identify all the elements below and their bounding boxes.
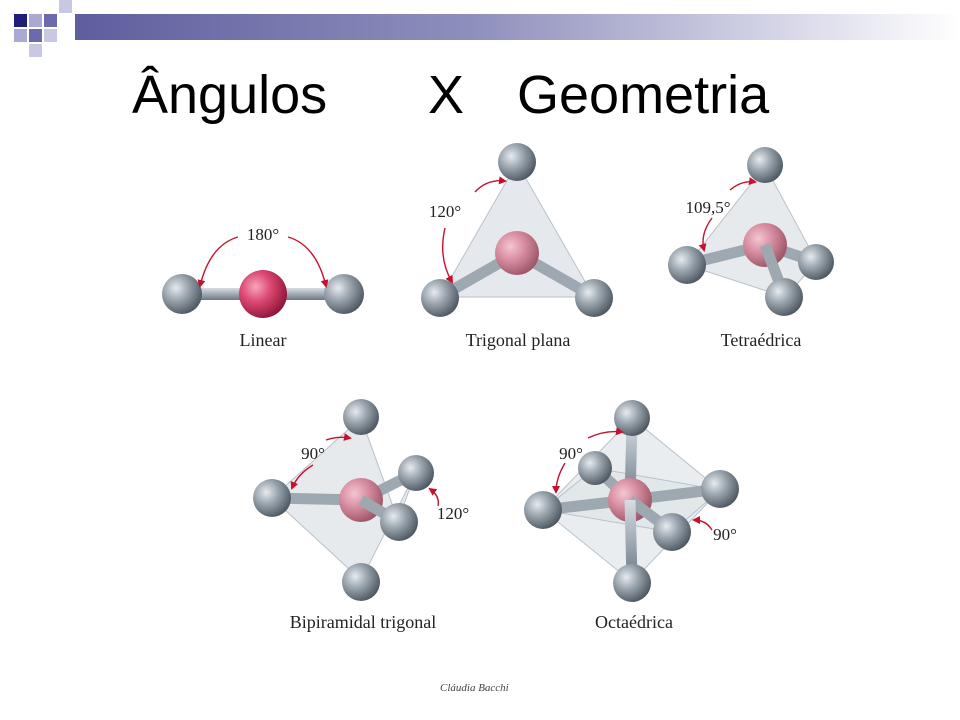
outer-atom xyxy=(524,491,562,529)
angle-arrow xyxy=(729,177,757,191)
trigonal-planar-geometry: 120° Trigonal plana xyxy=(421,143,613,350)
header-square xyxy=(14,14,27,27)
outer-atom xyxy=(578,451,612,485)
outer-atom xyxy=(614,400,650,436)
outer-atom xyxy=(701,470,739,508)
outer-atom xyxy=(668,246,706,284)
central-atom xyxy=(495,231,539,275)
outer-atom xyxy=(498,143,536,181)
geometry-label: Trigonal plana xyxy=(466,330,571,350)
outer-atom xyxy=(324,274,364,314)
angle-label: 120° xyxy=(429,202,461,221)
outer-atom xyxy=(653,513,691,551)
central-atom xyxy=(239,270,287,318)
outer-atom xyxy=(575,279,613,317)
title-word-angulos: Ângulos xyxy=(132,65,328,125)
outer-atom xyxy=(253,479,291,517)
geometry-label: Linear xyxy=(240,330,287,350)
outer-atom xyxy=(613,564,651,602)
angle-arrow xyxy=(325,433,352,441)
header-gradient-bar xyxy=(75,14,960,40)
angle-label: 90° xyxy=(559,444,583,463)
angle-label: 120° xyxy=(437,504,469,523)
angle-arrow xyxy=(474,176,507,193)
angle-label: 90° xyxy=(301,444,325,463)
outer-atom xyxy=(380,503,418,541)
trigonal-bipyramidal-geometry: 90° 120° Bipiramidal trigonal xyxy=(253,399,469,632)
author-footer: Cláudia Bacchi xyxy=(440,682,509,694)
octahedral-geometry: 90° 90° Octaédrica xyxy=(524,400,739,632)
angle-arrow xyxy=(428,487,440,507)
title-word-geometria: Geometria xyxy=(517,65,770,125)
tetrahedral-geometry: 109,5° Tetraédrica xyxy=(668,147,834,350)
slide-header-decoration xyxy=(0,0,960,60)
angle-arrow xyxy=(552,462,566,494)
geometry-label: Bipiramidal trigonal xyxy=(290,612,436,632)
angle-label: 109,5° xyxy=(685,198,730,217)
linear-geometry: 180° Linear xyxy=(162,225,364,350)
angle-arrow xyxy=(290,464,314,490)
outer-atom xyxy=(162,274,202,314)
outer-atom xyxy=(342,563,380,601)
geometry-label: Tetraédrica xyxy=(721,330,802,350)
outer-atom xyxy=(798,244,834,280)
outer-atom xyxy=(343,399,379,435)
angle-arrow xyxy=(692,516,713,531)
title-word-x: X xyxy=(428,65,465,125)
header-square xyxy=(44,29,57,42)
header-square xyxy=(29,14,42,27)
angle-arrow xyxy=(197,236,239,288)
header-square xyxy=(29,44,42,57)
outer-atom xyxy=(421,279,459,317)
header-square xyxy=(14,29,27,42)
header-square xyxy=(29,29,42,42)
slide-title: Ângulos X Geometria xyxy=(0,64,960,134)
angle-arrow xyxy=(698,217,713,252)
outer-atom xyxy=(765,278,803,316)
header-square xyxy=(44,14,57,27)
angle-arrow xyxy=(587,427,624,439)
angle-label: 90° xyxy=(713,525,737,544)
angle-arrow xyxy=(442,227,454,284)
geometry-label: Octaédrica xyxy=(595,612,673,632)
header-square xyxy=(59,0,72,13)
angle-arrow xyxy=(287,236,329,288)
outer-atom xyxy=(398,455,434,491)
angle-label: 180° xyxy=(247,225,279,244)
outer-atom xyxy=(747,147,783,183)
